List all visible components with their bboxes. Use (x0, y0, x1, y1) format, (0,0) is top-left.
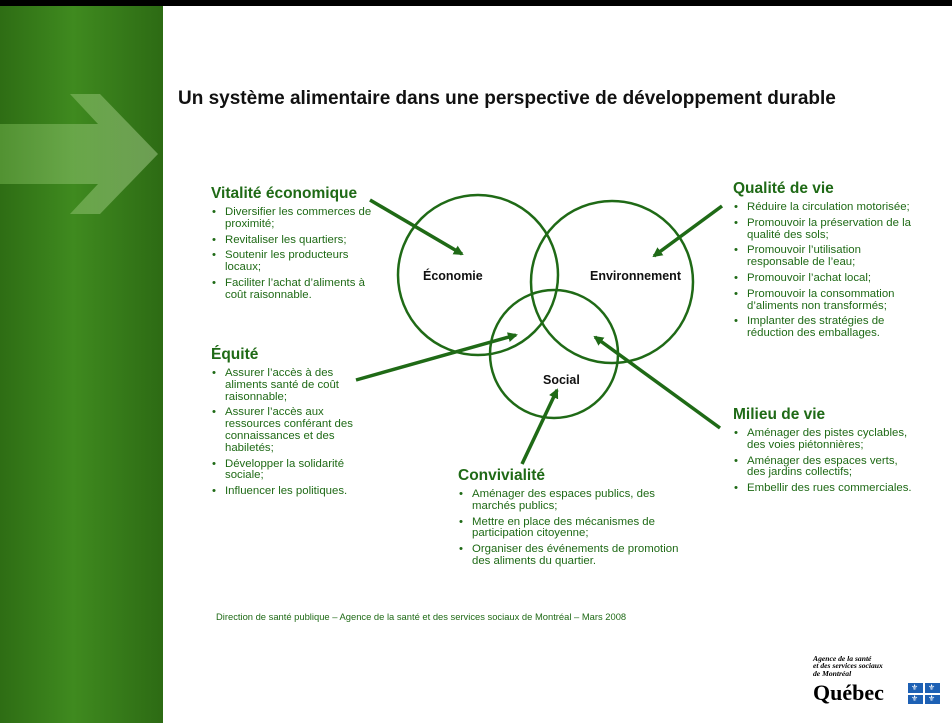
list-item: Promouvoir la préservation de la qualité… (733, 217, 913, 242)
left-band (0, 6, 163, 723)
section-milieu: Milieu de vie Aménager des pistes cyclab… (733, 406, 918, 499)
arrow-convivialite (520, 388, 559, 465)
arrow-equite (355, 332, 518, 382)
circle-environnement (529, 199, 695, 365)
list-item: Embellir des rues commerciales. (733, 482, 918, 495)
arrow-milieu (593, 335, 722, 430)
arrow-qualite (652, 204, 724, 258)
list-item: Assurer l’accès aux ressources conférant… (211, 406, 376, 454)
label-social: Social (543, 373, 580, 387)
list-item: Soutenir les producteurs locaux; (211, 250, 381, 274)
section-vitalite: Vitalité économique Diversifier les comm… (211, 185, 381, 306)
list-item: Aménager des pistes cyclables, des voies… (733, 427, 918, 452)
section-title: Qualité de vie (733, 180, 834, 197)
agency-line: Agence de la santé (813, 654, 872, 663)
list-item: Revitaliser les quartiers; (211, 234, 381, 247)
section-title: Convivialité (458, 467, 545, 484)
label-economie: Économie (423, 269, 483, 283)
list-item: Implanter des stratégies de réduction de… (733, 316, 913, 340)
list-item: Aménager des espaces publics, des marché… (458, 488, 690, 513)
list-item: Influencer les politiques. (211, 485, 376, 498)
list-item: Réduire la circulation motorisée; (733, 201, 913, 214)
section-title: Vitalité économique (211, 185, 358, 202)
arrow-vitalite (369, 198, 464, 256)
list-item: Assurer l’accès à des aliments santé de … (211, 367, 376, 403)
list-item: Promouvoir la consommation d’aliments no… (733, 288, 913, 313)
section-convivialite: Convivialité Aménager des espaces public… (458, 467, 690, 572)
quebec-wordmark: Québec (813, 680, 884, 705)
section-title: Équité (211, 346, 259, 363)
list-item: Faciliter l’achat d’aliments à coût rais… (211, 277, 381, 302)
list-item: Aménager des espaces verts, des jardins … (733, 455, 918, 480)
fleurdelise-flag-icon: ⚜ ⚜ ⚜ ⚜ (908, 683, 940, 704)
top-border (0, 0, 952, 6)
agency-line: de Montréal (813, 668, 852, 678)
section-title: Milieu de vie (733, 406, 826, 423)
quebec-logo: Agence de la santé et des services socia… (813, 654, 943, 719)
list-item: Organiser des événements de promotion de… (458, 543, 690, 568)
list-item: Mettre en place des mécanismes de partic… (458, 516, 690, 541)
footer-credit: Direction de santé publique – Agence de … (216, 611, 627, 622)
list-item: Promouvoir l’achat local; (733, 272, 913, 285)
section-qualite: Qualité de vie Réduire la circulation mo… (733, 180, 913, 344)
chevron-arrow-icon (0, 94, 158, 214)
list-item: Diversifier les commerces de proximité; (211, 206, 381, 231)
list-item: Développer la solidarité sociale; (211, 458, 376, 483)
list-item: Promouvoir l’utilisation responsable de … (733, 245, 913, 269)
label-environnement: Environnement (590, 269, 681, 283)
section-equite: Équité Assurer l’accès à des aliments sa… (211, 346, 376, 502)
page-title: Un système alimentaire dans une perspect… (178, 88, 836, 109)
circle-economie (396, 193, 560, 357)
agency-line: et des services sociaux (813, 661, 883, 671)
